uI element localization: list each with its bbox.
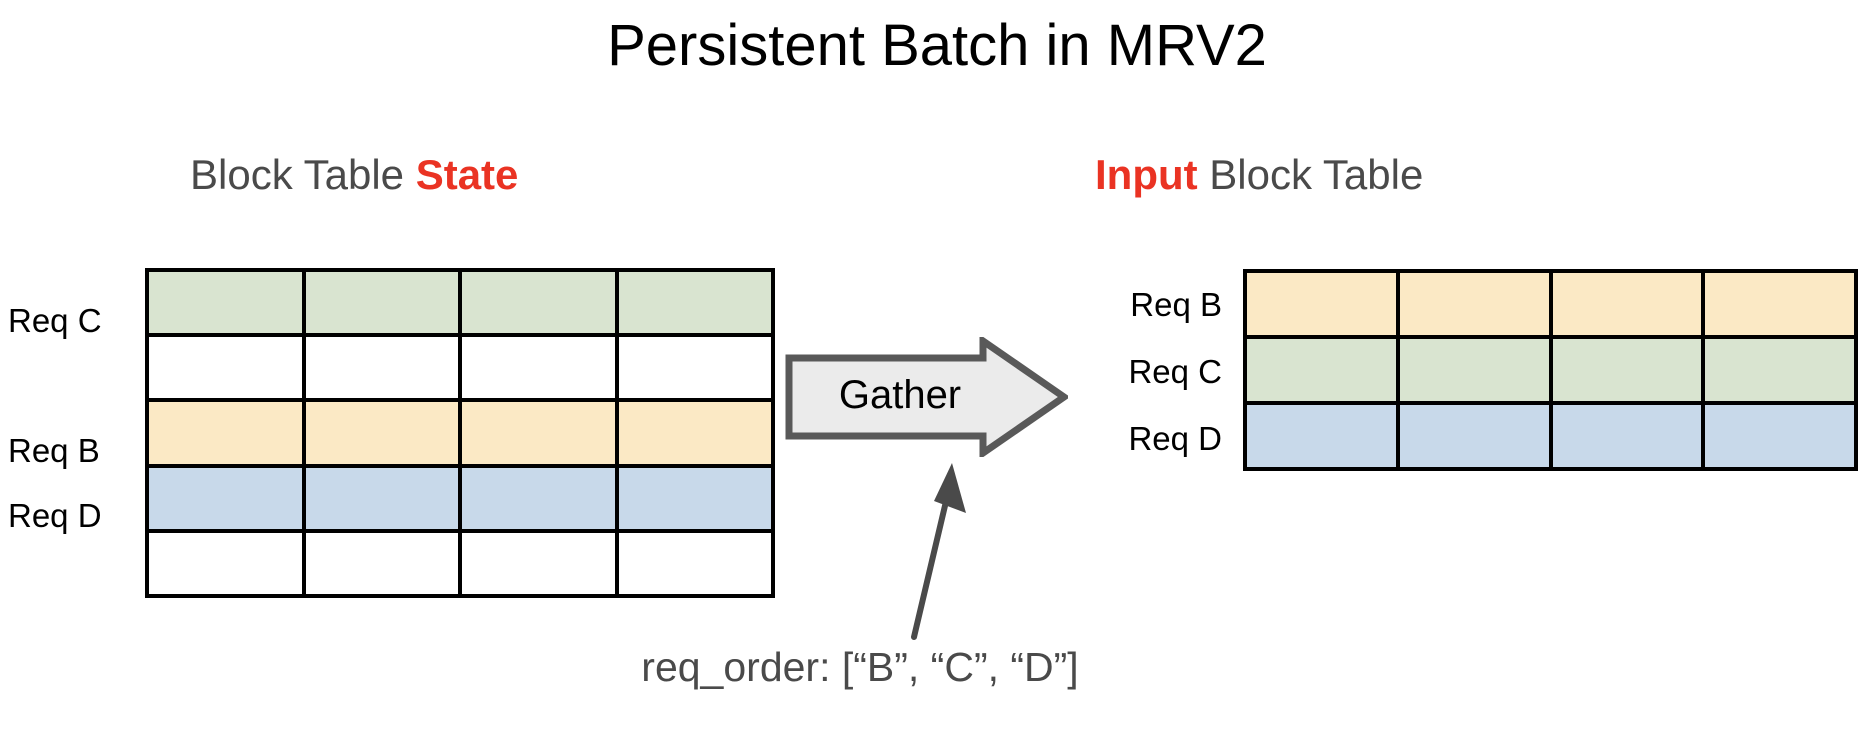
block-table-state-cell-r4-c2	[462, 532, 619, 598]
heading-right-suffix: Block Table	[1197, 151, 1424, 198]
input-block-table-cell-r1-c2	[1552, 339, 1706, 405]
gather-label: Gather	[838, 373, 962, 417]
block-table-state-cell-r4-c0	[149, 532, 306, 598]
heading-left-accent: State	[415, 151, 519, 198]
input-block-table-cell-r2-c3	[1705, 405, 1858, 471]
block-table-state-cell-r2-c0	[149, 402, 306, 468]
row-label-state-req-d: Req D	[8, 497, 102, 534]
input-block-table-cell-r0-c2	[1552, 273, 1706, 339]
req-order-caption: req_order: [“B”, “C”, “D”]	[641, 644, 1079, 690]
block-table-state-cell-r1-c0	[149, 337, 306, 403]
block-table-state-cell-r4-c3	[618, 532, 775, 598]
block-table-state-heading: Block Table State	[190, 151, 519, 198]
row-label-input-req-d: Req D	[1128, 420, 1222, 457]
block-table-state-cell-r0-c1	[305, 272, 462, 338]
block-table-state-cell-r1-c3	[618, 337, 775, 403]
block-table-state-cell-r0-c0	[149, 272, 306, 338]
input-block-table-cell-r1-c0	[1247, 339, 1400, 405]
input-block-table-cell-r0-c3	[1705, 273, 1858, 339]
block-table-state-cell-r3-c3	[618, 467, 775, 533]
input-block-table-cell-r1-c1	[1399, 339, 1553, 405]
block-table-state-cell-r3-c2	[462, 467, 619, 533]
block-table-state-cell-r1-c2	[462, 337, 619, 403]
block-table-state-cell-r2-c2	[462, 402, 619, 468]
row-label-input-req-b: Req B	[1130, 286, 1222, 323]
block-table-state-cell-r2-c3	[618, 402, 775, 468]
block-table-state-cell-r4-c1	[305, 532, 462, 598]
input-block-table-heading: Input Block Table	[1095, 151, 1424, 198]
block-table-state-cell-r2-c1	[305, 402, 462, 468]
block-table-state-cell-r0-c2	[462, 272, 619, 338]
input-block-table-cell-r2-c1	[1399, 405, 1553, 471]
input-block-table-cell-r2-c2	[1552, 405, 1706, 471]
block-table-state-grid	[145, 268, 775, 598]
row-label-state-req-b: Req B	[8, 432, 100, 469]
heading-right-accent: Input	[1095, 151, 1198, 198]
block-table-state-cell-r0-c3	[618, 272, 775, 338]
block-table-state-cell-r3-c1	[305, 467, 462, 533]
row-label-input-req-c: Req C	[1128, 353, 1222, 390]
input-block-table-cell-r2-c0	[1247, 405, 1400, 471]
page-title: Persistent Batch in MRV2	[607, 13, 1267, 78]
gather-arrow-icon	[785, 337, 1068, 457]
input-block-table-cell-r1-c3	[1705, 339, 1858, 405]
input-block-table-grid	[1243, 269, 1858, 471]
heading-left-prefix: Block Table	[190, 151, 416, 198]
block-table-state-cell-r3-c0	[149, 467, 306, 533]
input-block-table-cell-r0-c0	[1247, 273, 1400, 339]
row-label-state-req-c: Req C	[8, 302, 102, 339]
req-order-pointer-arrow-icon	[890, 455, 1010, 645]
block-table-state-cell-r1-c1	[305, 337, 462, 403]
input-block-table-cell-r0-c1	[1399, 273, 1553, 339]
